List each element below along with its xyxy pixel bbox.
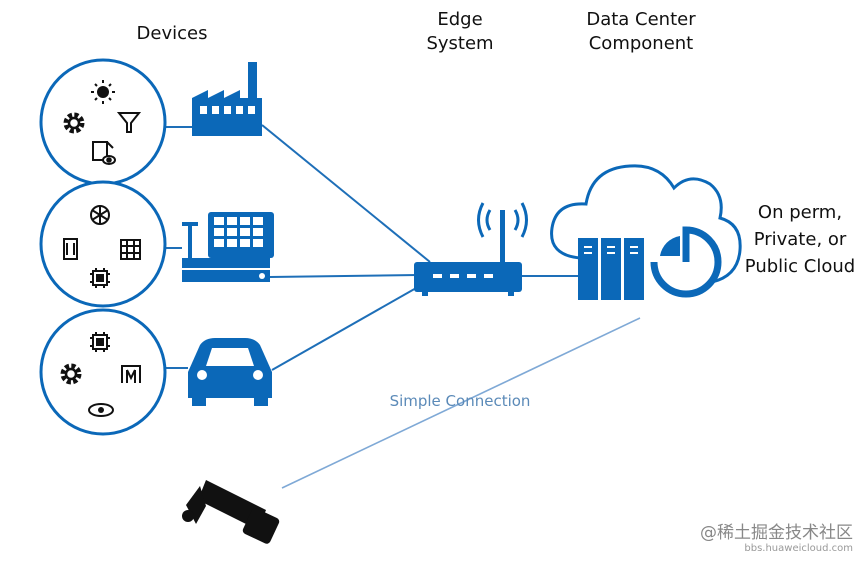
network-node-icon (90, 205, 110, 225)
chip-icon (90, 268, 110, 288)
device-circle-3 (39, 308, 167, 436)
data-center-label: Data Center Component (570, 8, 712, 56)
simple-connection-line (281, 317, 641, 489)
watermark: @稀土掘金技术社区 bbs.huaweicloud.com (700, 518, 853, 554)
cloud-label: On perm, Private, or Public Cloud (735, 199, 865, 280)
pie-chart-icon (650, 226, 722, 298)
edge-system-label: Edge System (410, 8, 510, 56)
meter-icon (121, 365, 141, 383)
grid-icon (120, 239, 141, 260)
security-camera-icon (182, 480, 280, 544)
device-circle-2 (39, 180, 167, 308)
gear-icon (63, 112, 85, 134)
sensor-panel-icon (63, 238, 78, 260)
devices-label: Devices (136, 23, 208, 44)
car-icon (188, 338, 272, 406)
cloud-label-line1: On perm, (757, 202, 843, 223)
dc-label-line2: Component (588, 33, 694, 54)
simple-connection-label: Simple Connection (389, 392, 531, 410)
watermark-line1: @稀土掘金技术社区 (700, 523, 853, 543)
gear-icon (60, 363, 82, 385)
dc-label-line1: Data Center (586, 9, 696, 30)
cloud-label-line2: Private, or (753, 229, 847, 250)
edge-label-line2: System (426, 33, 494, 54)
connection-lines (166, 124, 578, 371)
chip-icon (90, 332, 110, 352)
router-icon (414, 202, 528, 296)
server-rack (578, 238, 644, 300)
cloud-label-line3: Public Cloud (744, 256, 856, 277)
device-circle-1 (39, 58, 167, 186)
cash-register-icon (182, 212, 274, 282)
filter-icon (116, 112, 142, 133)
factory-icon (192, 62, 262, 136)
sun-icon (91, 80, 115, 104)
watermark-line2: bbs.huaweicloud.com (744, 543, 853, 554)
register-to-router-line (269, 274, 419, 278)
camera-eye-icon (92, 141, 116, 165)
factory-to-router-line (261, 124, 431, 263)
car-to-router-line (271, 282, 426, 371)
edge-label-line1: Edge (437, 9, 483, 30)
cloud-server-icon (550, 164, 742, 300)
eye-icon (88, 403, 114, 417)
